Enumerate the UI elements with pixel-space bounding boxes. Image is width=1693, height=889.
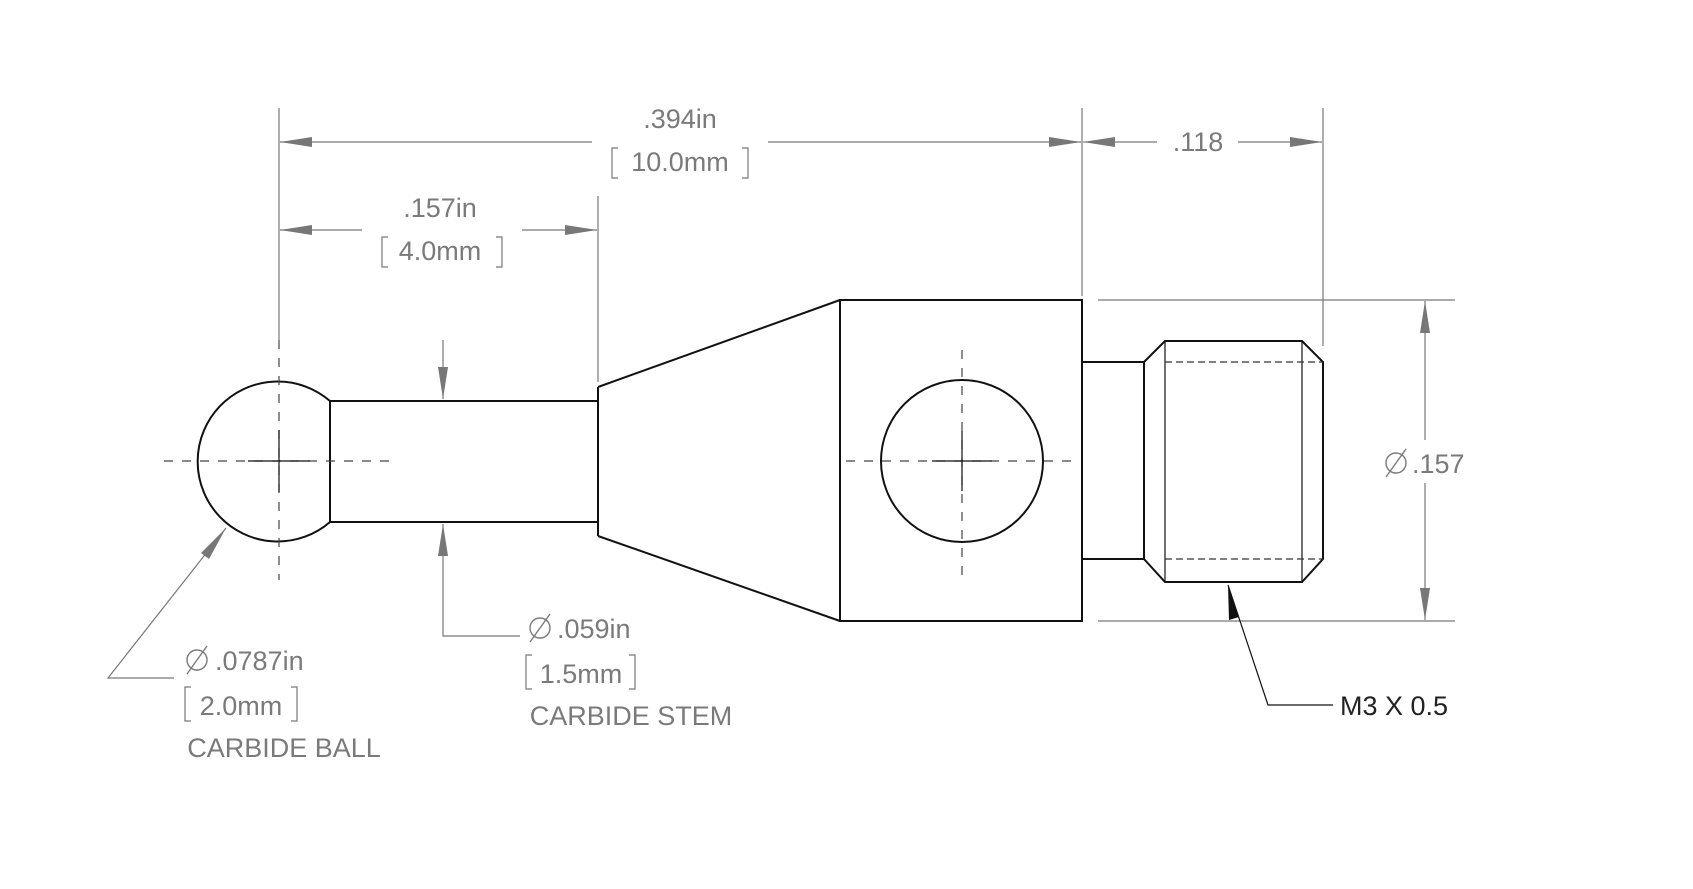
arrowhead-left — [280, 225, 312, 235]
mm-bracket-left — [525, 654, 532, 690]
ball-diameter-mm-label: 2.0mm — [200, 691, 283, 721]
arrowhead-left — [1083, 137, 1115, 147]
arrowhead-left — [280, 137, 312, 147]
diameter-symbol-icon — [529, 613, 551, 643]
arrowhead-down — [438, 367, 448, 399]
arrowhead-right — [1049, 137, 1081, 147]
diameter-symbol-icon — [1385, 448, 1407, 478]
arrowhead-right — [565, 225, 597, 235]
ball-to-stem-mm-label: 4.0mm — [399, 236, 482, 266]
thread-length-label: .118 — [1173, 127, 1224, 157]
mm-bracket-right — [742, 147, 749, 179]
body-diameter-label: .157 — [1412, 449, 1465, 479]
thread-outline — [1143, 340, 1324, 583]
center-lines — [164, 340, 1076, 580]
dimension-thread-length: .118 — [1083, 127, 1322, 157]
mm-bracket-left — [381, 236, 388, 268]
arrowhead-top — [1420, 301, 1430, 333]
mm-bracket-left — [611, 147, 618, 179]
dimension-body-diameter: .157 — [1385, 301, 1465, 620]
stem-material-label: CARBIDE STEM — [530, 701, 733, 731]
diameter-symbol-icon — [186, 645, 208, 675]
stem-diameter-mm-label: 1.5mm — [540, 659, 623, 689]
overall-length-inch-label: .394in — [643, 104, 717, 134]
arrowhead-right — [1290, 137, 1322, 147]
ball-to-stem-inch-label: .157in — [403, 193, 477, 223]
callout-ball: .0787in 2.0mm CARBIDE BALL — [106, 527, 381, 763]
stylus-body — [839, 299, 1083, 622]
overall-length-mm-label: 10.0mm — [631, 147, 729, 177]
arrowhead-leader — [1228, 585, 1239, 620]
cone-bottom-edge — [597, 535, 841, 622]
cross-hole — [880, 379, 1044, 543]
stylus-part — [196, 299, 1324, 622]
thread-spec-label: M3 X 0.5 — [1340, 691, 1448, 721]
callout-thread: M3 X 0.5 — [1227, 584, 1448, 721]
mm-bracket-left — [184, 686, 191, 722]
arrowhead-bottom — [1420, 588, 1430, 620]
arrowhead-up — [438, 524, 448, 556]
mm-bracket-right — [496, 236, 503, 268]
mm-bracket-right — [291, 686, 298, 722]
dimension-overall-length: .394in 10.0mm — [280, 104, 1081, 179]
dimension-ball-to-stem: .157in 4.0mm — [280, 193, 597, 268]
extension-lines — [278, 108, 1455, 622]
ball-diameter-inch-label: .0787in — [215, 646, 304, 676]
arrowhead-leader — [201, 528, 226, 559]
cone-top-edge — [597, 299, 841, 388]
mm-bracket-right — [629, 654, 636, 690]
ball-material-label: CARBIDE BALL — [187, 733, 381, 763]
callout-stem: .059in 1.5mm CARBIDE STEM — [438, 340, 732, 731]
stem-diameter-inch-label: .059in — [557, 614, 631, 644]
